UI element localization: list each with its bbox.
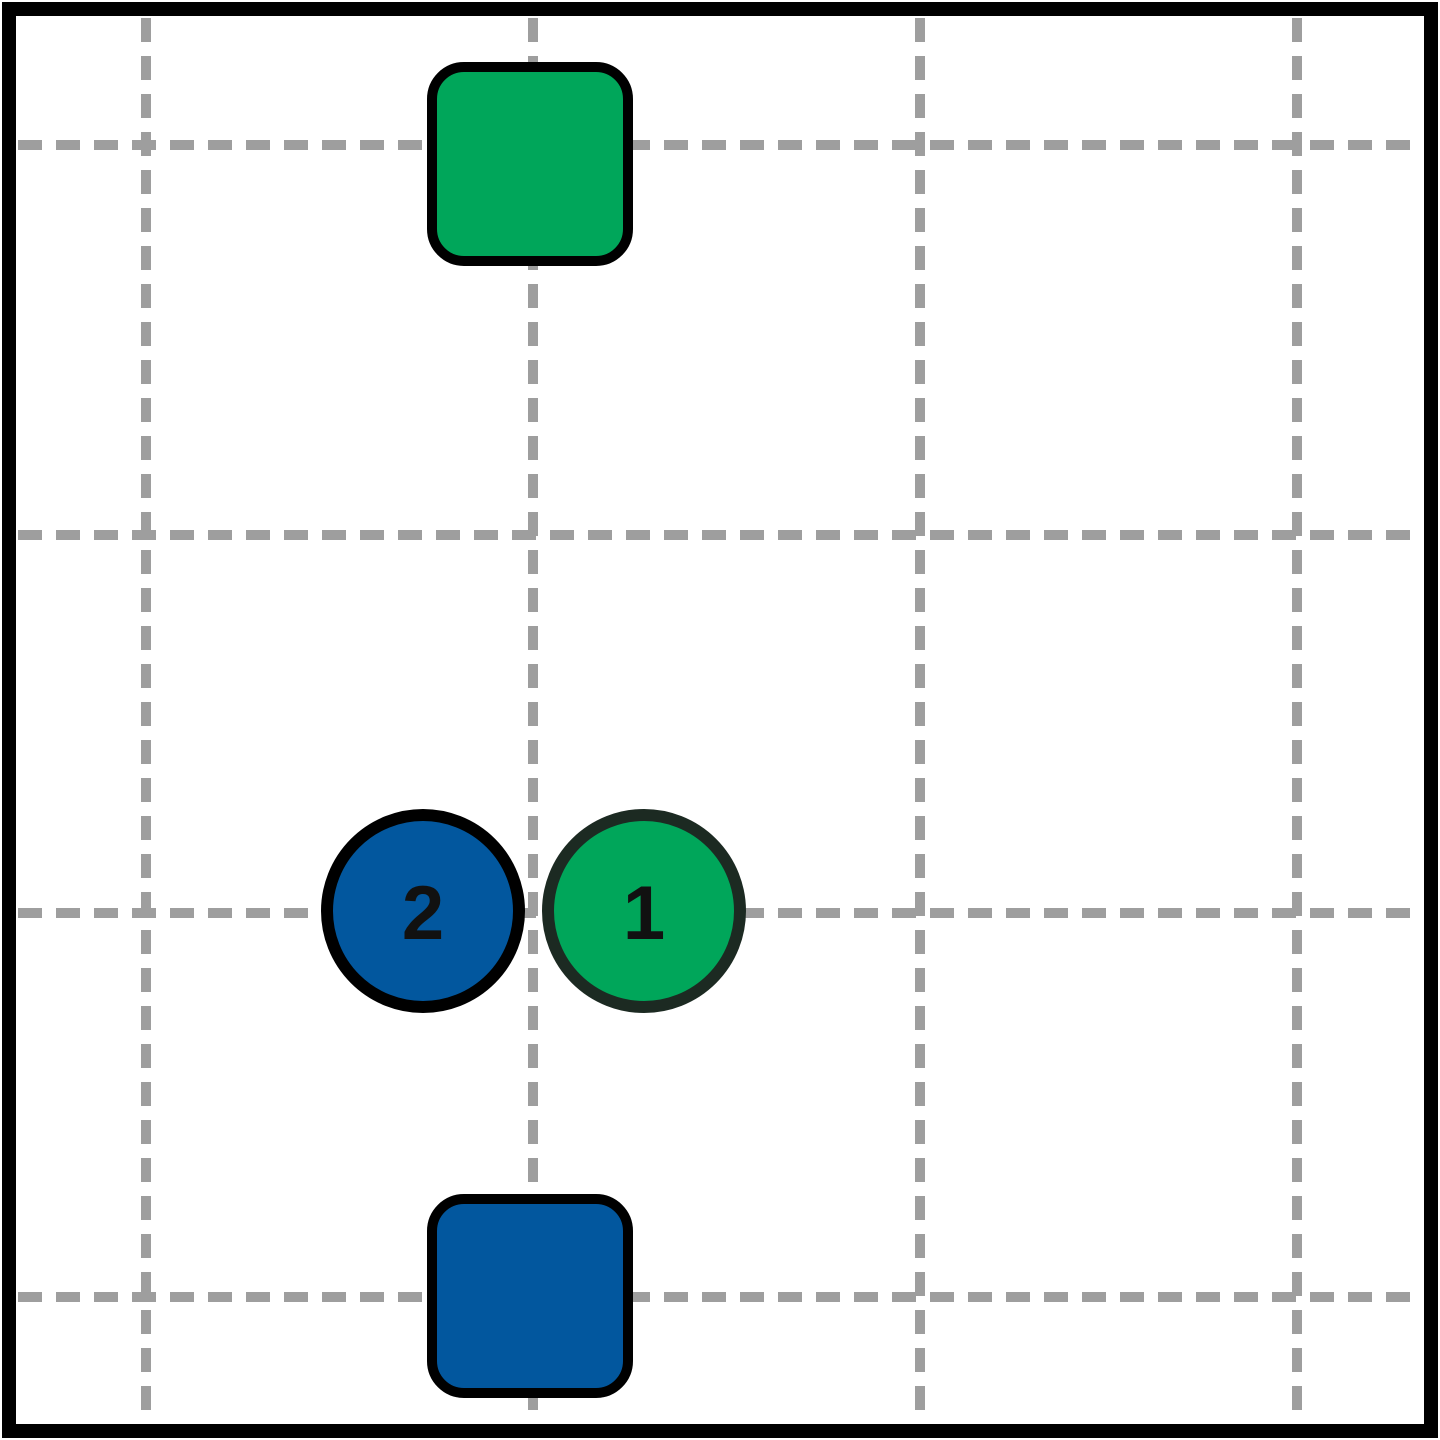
blue-square-piece[interactable] [427, 1194, 633, 1398]
green-square-piece[interactable] [427, 62, 633, 266]
blue-token-circle [321, 809, 525, 1013]
token-2[interactable]: 2 [321, 809, 525, 1013]
token-1[interactable]: 1 [542, 809, 746, 1013]
token-2-label: 2 [402, 871, 444, 956]
green-token-circle [542, 809, 746, 1013]
token-1-label: 1 [623, 871, 665, 956]
